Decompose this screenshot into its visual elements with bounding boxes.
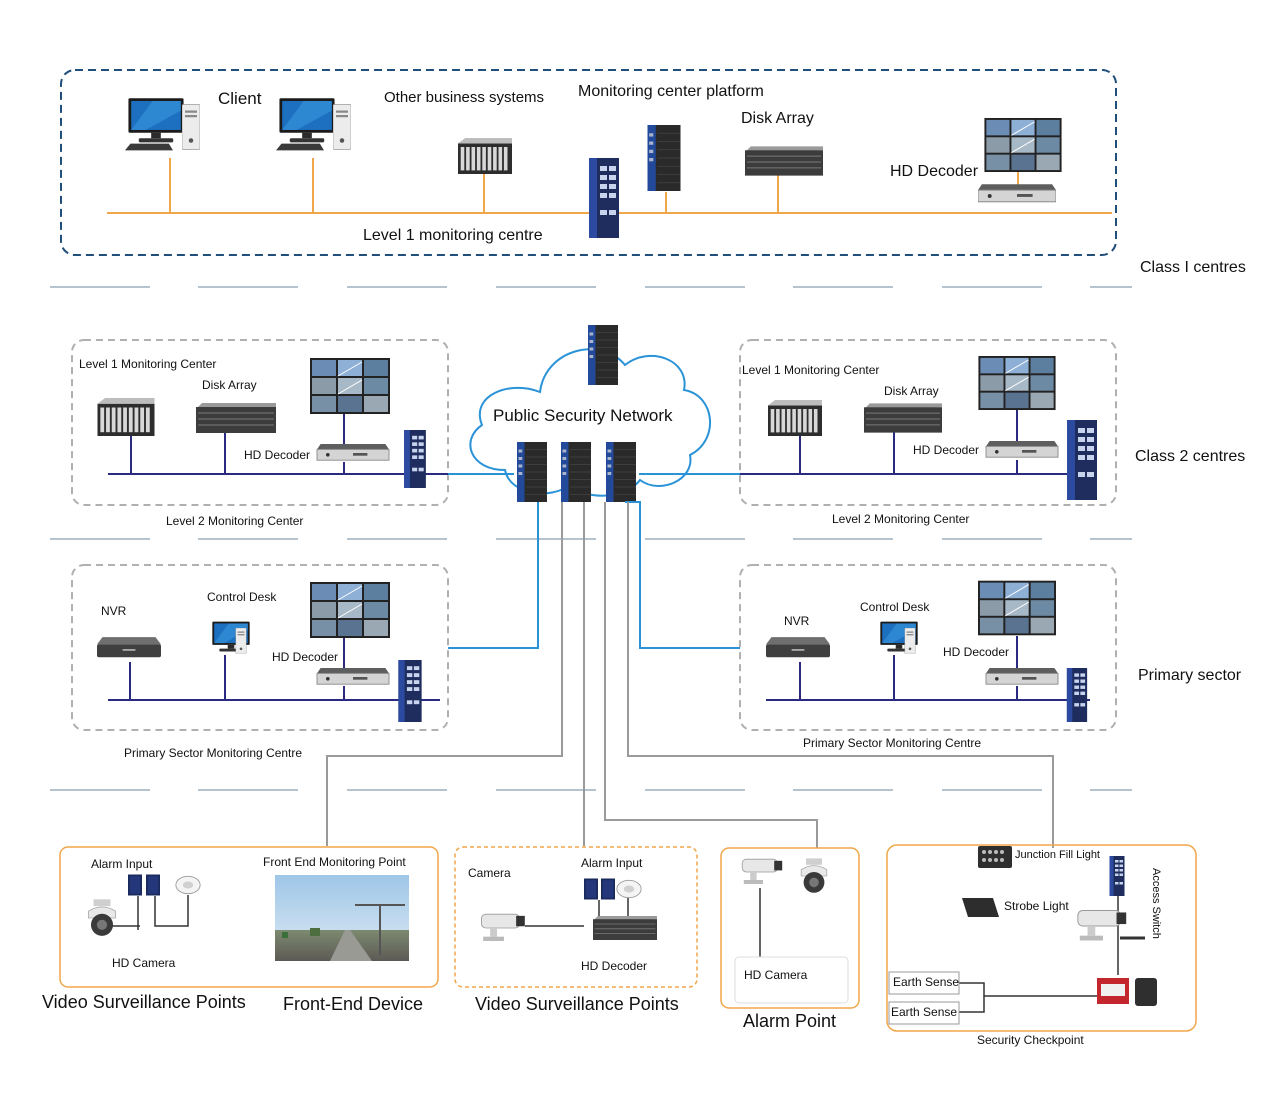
front4-frame	[886, 844, 1197, 1032]
front2-alarm-input-label: Alarm Input	[581, 856, 643, 870]
front1-front-end-point-label: Front End Monitoring Point	[263, 855, 406, 869]
front2-hd-decoder-label: HD Decoder	[581, 959, 648, 973]
client-computer-2	[276, 98, 351, 151]
class1-hd-decoder	[978, 184, 1056, 203]
business-server	[458, 138, 512, 174]
gray-links	[326, 502, 1054, 848]
front1-caption-left: Video Surveillance Points	[42, 992, 246, 1012]
cloud-top-switch	[587, 325, 619, 385]
right-ps-control-desk-label: Control Desk	[860, 600, 930, 614]
platform-server-tower	[646, 125, 682, 191]
junction-fill-light-label: Junction Fill Light	[1015, 849, 1100, 861]
right-ps-hd-decoder-label: HD Decoder	[943, 645, 1010, 659]
class2-side-label: Class 2 centres	[1135, 448, 1246, 465]
client-label: Client	[218, 89, 262, 108]
left-ps-caption: Primary Sector Monitoring Centre	[124, 746, 303, 760]
front3-caption: Alarm Point	[743, 1011, 837, 1031]
right-l2-level1-label: Level 1 Monitoring Center	[742, 363, 880, 377]
left-ps-nvr-label: NVR	[101, 604, 127, 618]
earth-sense-1-label: Earth Sense	[893, 975, 960, 989]
left-l2-caption: Level 2 Monitoring Center	[166, 514, 304, 528]
right-l2-hd-decoder-label: HD Decoder	[913, 443, 980, 457]
class1-frame	[60, 69, 1117, 256]
cloud-switch-3	[605, 442, 637, 502]
other-business-systems-label: Other business systems	[384, 89, 545, 106]
cloud-label: Public Security Network	[493, 406, 673, 425]
front4-caption: Security Checkpoint	[977, 1033, 1084, 1047]
alarm-hd-camera-card	[734, 956, 849, 1004]
front1-hd-camera-label: HD Camera	[112, 956, 176, 970]
left-l2-hd-decoder-label: HD Decoder	[244, 448, 311, 462]
strobe-light-label: Strobe Light	[1004, 899, 1069, 913]
class1-hd-decoder-label: HD Decoder	[890, 163, 979, 180]
primary-side-label: Primary sector	[1138, 667, 1242, 684]
class1-centre-label: Level 1 monitoring centre	[363, 227, 543, 244]
right-l2-caption: Level 2 Monitoring Center	[832, 512, 970, 526]
front3-frame	[720, 847, 860, 1009]
blue-links	[448, 473, 740, 649]
right-l2-disk-array-label: Disk Array	[884, 384, 939, 398]
right-ps-nvr-label: NVR	[784, 614, 810, 628]
access-switch-label: Access Switch	[1150, 868, 1162, 939]
client-computer-1	[125, 98, 200, 151]
class1-video-wall	[983, 118, 1063, 172]
left-l2-level1-label: Level 1 Monitoring Center	[79, 357, 217, 371]
class1-disk-array	[745, 146, 823, 176]
monitoring-platform-label: Monitoring center platform	[578, 83, 764, 100]
front-end-photo	[275, 875, 409, 961]
front1-caption-right: Front-End Device	[283, 994, 424, 1014]
front2-frame	[454, 846, 698, 988]
cloud-switch-2	[560, 442, 592, 502]
left-l2-disk-array-label: Disk Array	[202, 378, 257, 392]
front1-alarm-input-label: Alarm Input	[91, 857, 153, 871]
class1-side-label: Class I centres	[1140, 259, 1246, 276]
front2-caption: Video Surveillance Points	[475, 994, 679, 1014]
earth-sense-box-1	[888, 971, 960, 995]
cloud-switch-1	[516, 442, 548, 502]
earth-sense-box-2	[888, 1001, 960, 1025]
class1-disk-array-label: Disk Array	[741, 110, 814, 127]
left-ps-control-desk-label: Control Desk	[207, 590, 277, 604]
front3-hd-camera-label: HD Camera	[744, 968, 808, 982]
front2-camera-label: Camera	[468, 866, 511, 880]
class1-core-switch	[589, 158, 619, 238]
earth-sense-2-label: Earth Sense	[891, 1005, 958, 1019]
right-ps-caption: Primary Sector Monitoring Centre	[803, 736, 982, 750]
front1-frame	[59, 846, 439, 988]
left-ps-hd-decoder-label: HD Decoder	[272, 650, 339, 664]
